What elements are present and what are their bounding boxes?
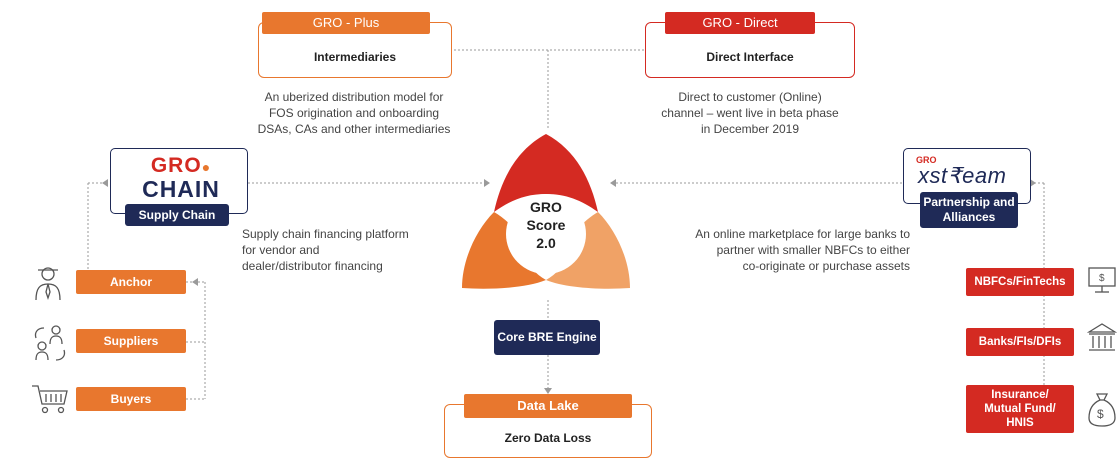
people-exchange-icon (34, 325, 66, 361)
money-bag-icon: $ (1088, 393, 1116, 427)
supply-chain-label: Supply Chain (125, 204, 229, 226)
insurance-mf-hnis-button: Insurance/ Mutual Fund/ HNIS (966, 385, 1074, 433)
suppliers-button: Suppliers (76, 329, 186, 353)
shopping-cart-icon (32, 385, 68, 414)
gro-xstream-desc: An online marketplace for large banks to… (695, 227, 910, 273)
buyers-button: Buyers (76, 387, 186, 411)
gro-chain-logo-box: GRO● CHAIN (110, 148, 248, 214)
partnership-label: Partnership and Alliances (920, 192, 1018, 228)
gro-xstream-small: GRO (916, 155, 937, 165)
gro-chain-logo: GRO● CHAIN (142, 154, 220, 202)
gro-score-triangle (462, 134, 630, 289)
gro-xstream-logo: xst₹eam (918, 163, 1007, 188)
gro-direct-title: Direct Interface (706, 50, 794, 64)
gro-plus-title: Intermediaries (313, 50, 397, 64)
computer-icon: $ (1088, 267, 1116, 293)
person-tie-icon (35, 267, 61, 301)
data-lake-title: Zero Data Loss (504, 431, 592, 445)
gro-chain-desc: Supply chain financing platform for vend… (242, 227, 409, 273)
gro-plus-tag: GRO - Plus (262, 12, 430, 34)
svg-text:$: $ (1099, 273, 1105, 284)
gro-direct-tag: GRO - Direct (665, 12, 815, 34)
anchor-button: Anchor (76, 270, 186, 294)
gro-direct-desc: Direct to customer (Online) channel – we… (661, 90, 839, 136)
banks-fis-dfis-button: Banks/FIs/DFIs (966, 328, 1074, 356)
bank-icon (1087, 323, 1117, 351)
nbfcs-fintechs-button: NBFCs/FinTechs (966, 268, 1074, 296)
gro-score-text: GRO Score 2.0 (526, 199, 566, 251)
core-bre-engine: Core BRE Engine (494, 320, 600, 355)
data-lake-tag: Data Lake (464, 394, 632, 418)
gro-plus-desc: An uberized distribution model for FOS o… (257, 90, 451, 136)
svg-text:$: $ (1097, 407, 1104, 421)
chain-link-icon: ● (201, 159, 212, 175)
